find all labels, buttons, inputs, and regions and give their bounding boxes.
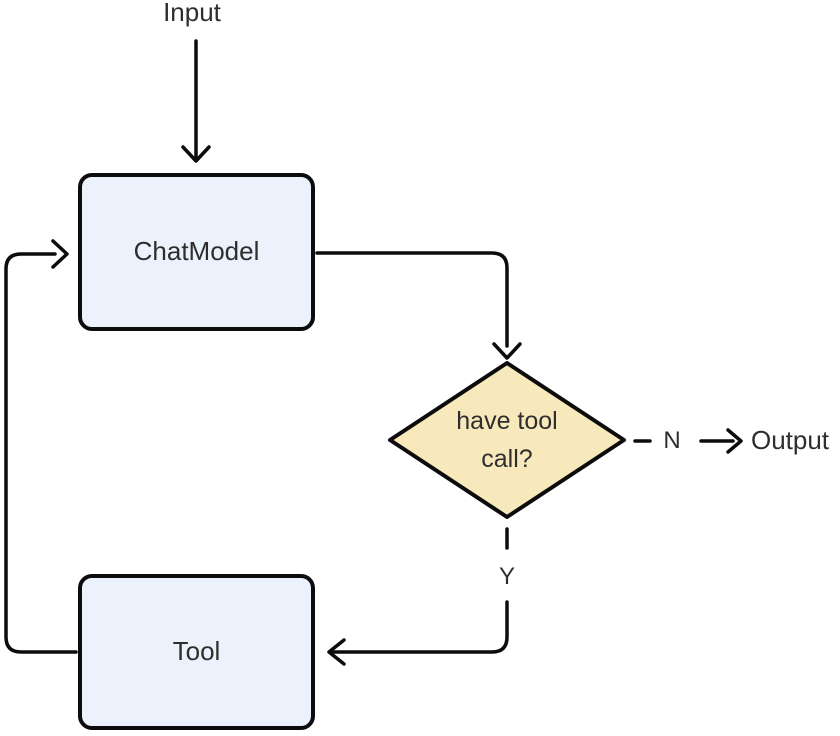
edge-yes-label: Y xyxy=(498,562,515,590)
edge-tool-to-chatmodel xyxy=(4,252,78,654)
edge-no-label: N xyxy=(663,426,681,454)
edge-decision-yes-to-tool xyxy=(330,600,509,654)
decision-label-line1: have tool xyxy=(456,407,558,435)
chatmodel-label: ChatModel xyxy=(133,236,260,267)
arrowhead-right-into-chatmodel xyxy=(51,239,69,269)
output-label: Output xyxy=(750,425,830,456)
tool-node xyxy=(78,574,315,730)
edge-chatmodel-to-decision xyxy=(315,251,509,348)
tool-label: Tool xyxy=(172,636,221,667)
input-label: Input xyxy=(163,0,221,28)
decision-diamond xyxy=(388,361,626,519)
arrowhead-down-into-decision xyxy=(492,342,522,360)
decision-label: have tool call? xyxy=(390,402,624,478)
arrowhead-down-into-chatmodel xyxy=(181,145,211,163)
chatmodel-node xyxy=(78,173,315,331)
arrowhead-right-into-output xyxy=(726,428,743,454)
arrowhead-left-into-tool xyxy=(327,638,346,666)
decision-label-line2: call? xyxy=(481,445,533,473)
